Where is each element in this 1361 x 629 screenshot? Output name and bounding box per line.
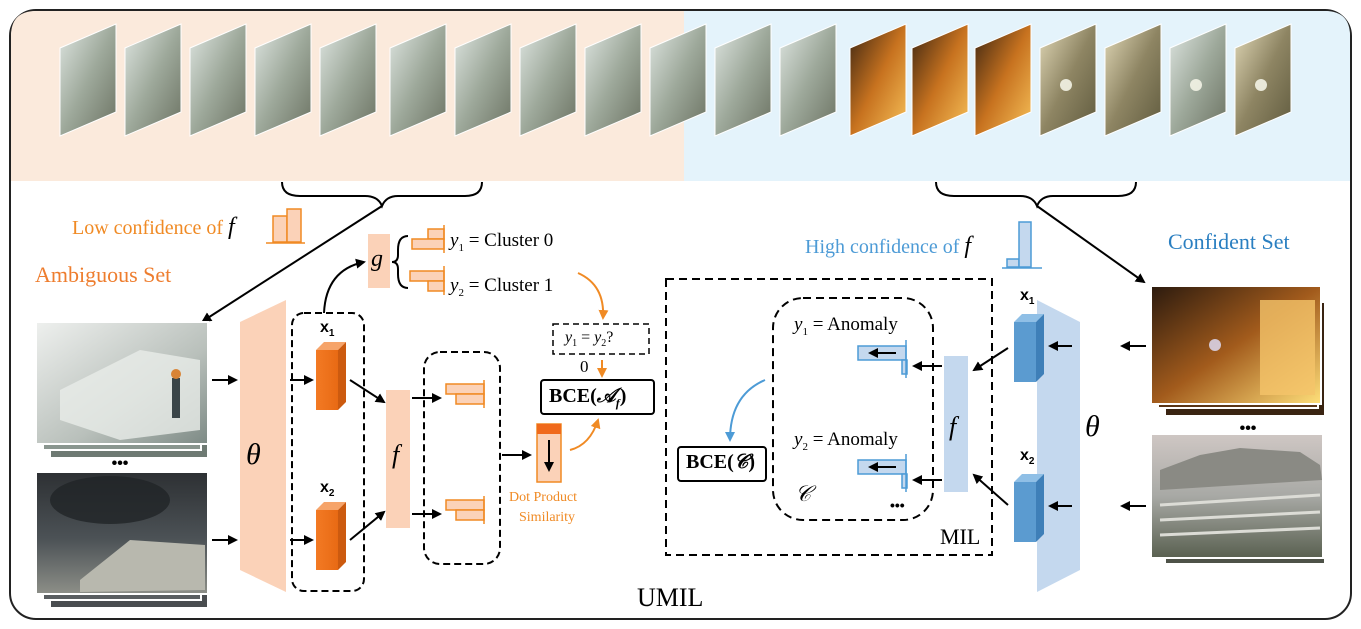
bce-af-label: BCE(𝒜f) — [549, 385, 627, 410]
mil-box — [665, 278, 993, 556]
x1-left-label: x1 — [320, 319, 335, 340]
feature-cube-x1 — [316, 342, 346, 410]
f-left-label: f — [392, 440, 400, 469]
feature-cube-x2 — [316, 502, 346, 570]
theta-left-label: θ — [246, 438, 261, 471]
ambiguous-set-label: Ambiguous Set — [35, 262, 172, 287]
mil-label: MIL — [940, 524, 981, 549]
feature-box-left — [291, 312, 365, 592]
y2-anomaly-label: y2 = Anomaly — [794, 429, 898, 453]
high-confidence-label: High confidence of f — [805, 233, 972, 259]
confident-set-label: Confident Set — [1168, 229, 1290, 254]
g-label: g — [371, 246, 383, 272]
bce-c-box — [677, 446, 767, 482]
feature-cube-x1-right — [1014, 314, 1044, 382]
prediction-bars-2-icon — [445, 496, 485, 524]
anomaly-bars-1-icon — [857, 340, 908, 378]
cluster0-bars-icon — [411, 225, 445, 253]
prediction-box-left — [423, 351, 501, 565]
low-confidence-histogram-icon — [266, 208, 305, 244]
x2-right-label: x2 — [1020, 447, 1035, 468]
confident-video-stack-2 — [1150, 433, 1326, 565]
low-confidence-label: Low confidence of f — [72, 214, 235, 240]
y1-cluster-label: y1 = Cluster 0 — [450, 230, 554, 254]
cluster1-bars-icon — [409, 266, 445, 295]
theta-encoder-right — [1037, 300, 1080, 592]
confident-arrow — [1036, 205, 1146, 284]
theta-encoder-left — [240, 300, 286, 592]
g-module — [368, 234, 390, 288]
prediction-bars-1-icon — [445, 380, 485, 408]
confident-video-stack-1 — [1150, 285, 1326, 417]
similarity-label: Similarity — [519, 510, 575, 525]
bce-af-box — [540, 379, 655, 415]
ambiguous-arrow — [201, 205, 383, 323]
feature-cube-x2-right — [1014, 474, 1044, 542]
confident-dots: ••• — [1240, 420, 1257, 437]
cluster-compare-box — [552, 323, 650, 355]
c-set-dots: ••• — [890, 497, 905, 513]
f-module-right — [944, 356, 968, 492]
ambiguous-video-stack-2 — [35, 471, 209, 609]
c-set-label: 𝒞 — [795, 481, 812, 506]
ambiguous-video-stack-1 — [35, 321, 209, 459]
y1-anomaly-label: y1 = Anomaly — [794, 314, 898, 338]
c-set-box — [772, 297, 934, 521]
x2-left-label: x2 — [320, 479, 335, 500]
umil-label: UMIL — [637, 583, 704, 612]
dot-product-bar — [536, 423, 562, 483]
zero-label: 0 — [580, 357, 589, 376]
y2-cluster-label: y2 = Cluster 1 — [450, 275, 554, 299]
cluster-compare-label: y1 = y2? — [565, 329, 614, 350]
anomaly-bars-2-icon — [857, 454, 908, 492]
f-right-label: f — [949, 412, 957, 441]
bce-c-label: BCE(𝒞) — [686, 451, 756, 473]
video-frame-strip — [59, 23, 1292, 137]
x1-right-label: x1 — [1020, 287, 1035, 308]
ambiguous-dots: ••• — [112, 455, 129, 472]
f-module-left — [386, 390, 410, 528]
dot-product-label: Dot Product — [509, 490, 578, 505]
high-confidence-histogram-icon — [1002, 221, 1042, 269]
g-brace — [391, 235, 409, 289]
theta-right-label: θ — [1085, 410, 1100, 443]
